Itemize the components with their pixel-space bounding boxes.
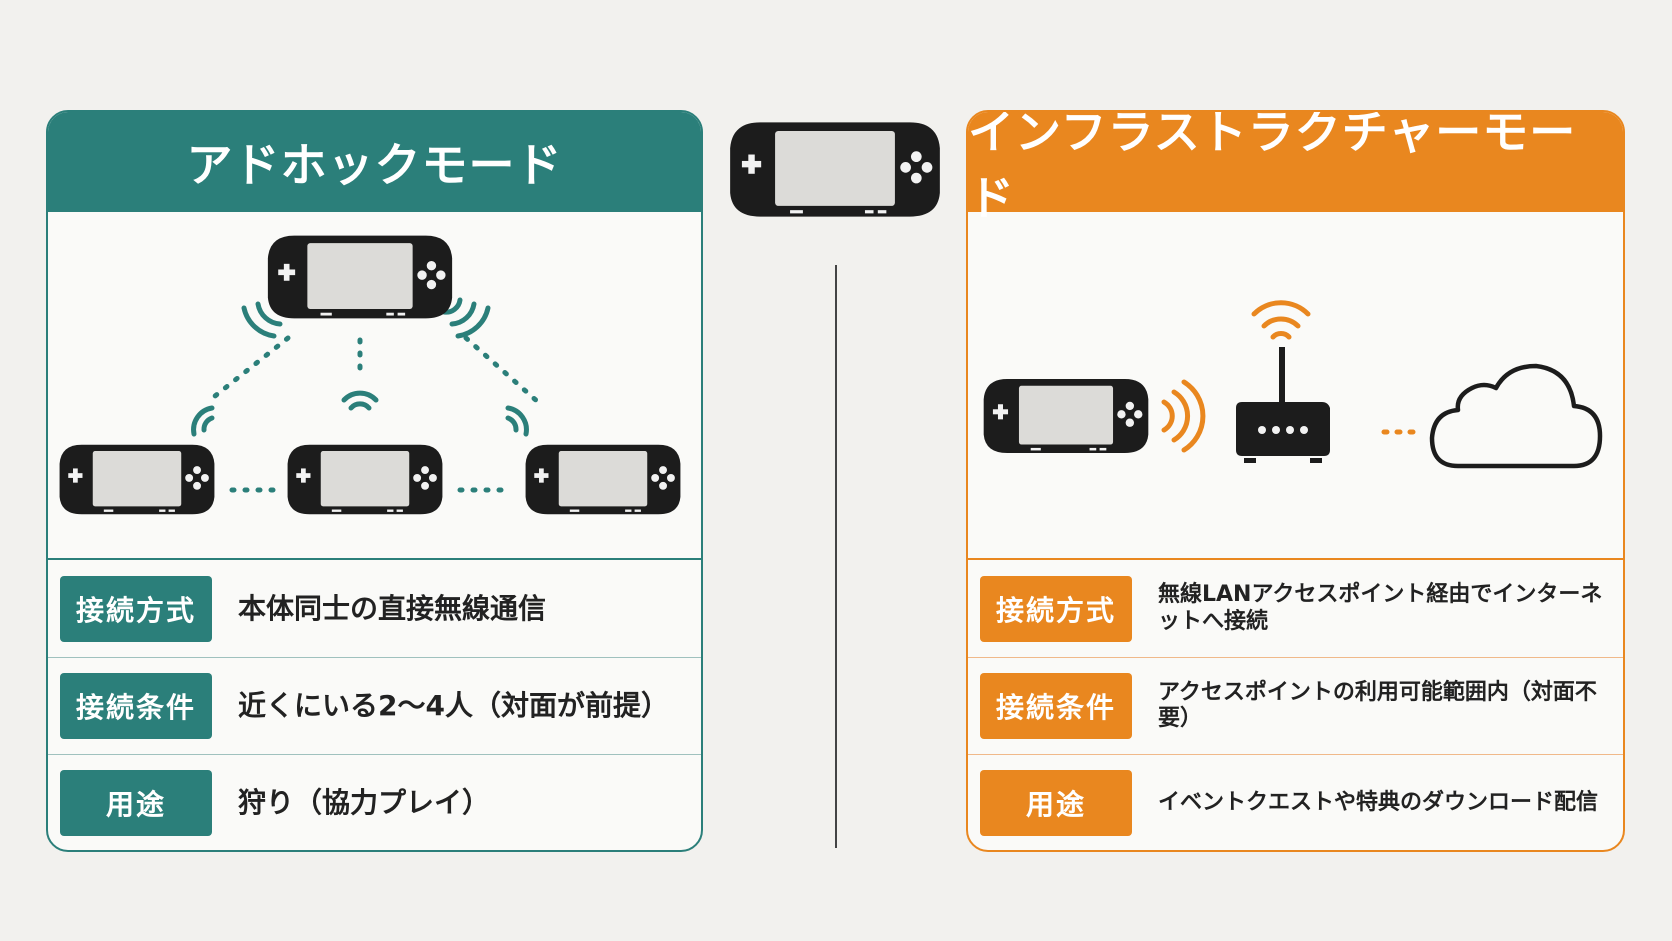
row-value: 本体同士の直接無線通信 — [238, 591, 547, 625]
adhoc-panel: アドホックモード — [46, 110, 703, 852]
row-label: 接続条件 — [980, 673, 1132, 739]
handheld-console-icon — [730, 122, 940, 217]
divider — [835, 265, 837, 848]
row-value: 近くにいる2〜4人（対面が前提） — [238, 689, 669, 723]
row-value: 狩り（協力プレイ） — [238, 786, 491, 820]
row-value: 無線LANアクセスポイント経由でインターネットへ接続 — [1158, 582, 1603, 634]
wifi-signal-icon — [191, 297, 529, 437]
infra-panel: インフラストラクチャーモード — [966, 110, 1625, 852]
handheld-console-icon — [983, 379, 1149, 453]
row-label: 接続方式 — [980, 575, 1132, 642]
infra-diagram — [968, 212, 1623, 558]
row-value: イベントクエストや特典のダウンロード配信 — [1158, 789, 1599, 815]
handheld-console-icon — [267, 235, 453, 319]
row-value: アクセスポイントの利用可能範囲内（対面不要） — [1158, 679, 1597, 731]
handheld-console-icon — [525, 444, 681, 515]
info-row: 接続方式 本体同士の直接無線通信 — [48, 560, 701, 657]
info-row: 用途 狩り（協力プレイ） — [48, 754, 701, 850]
wifi-signal-icon — [1161, 300, 1311, 453]
adhoc-title: アドホックモード — [48, 112, 701, 212]
infra-info-table: 接続方式 無線LANアクセスポイント経由でインターネットへ接続 接続条件 アクセ… — [968, 558, 1623, 850]
row-label: 接続方式 — [60, 575, 212, 642]
info-row: 用途 イベントクエストや特典のダウンロード配信 — [968, 754, 1623, 850]
infra-title: インフラストラクチャーモード — [968, 112, 1623, 225]
info-row: 接続条件 近くにいる2〜4人（対面が前提） — [48, 657, 701, 754]
adhoc-diagram — [48, 212, 701, 558]
row-label: 接続条件 — [60, 673, 212, 739]
adhoc-info-table: 接続方式 本体同士の直接無線通信 接続条件 近くにいる2〜4人（対面が前提） 用… — [48, 558, 701, 850]
handheld-console-icon — [59, 444, 215, 515]
row-label: 用途 — [980, 770, 1132, 836]
row-label: 用途 — [60, 770, 212, 836]
handheld-console-icon — [287, 444, 443, 515]
router-icon — [1236, 347, 1330, 463]
info-row: 接続方式 無線LANアクセスポイント経由でインターネットへ接続 — [968, 560, 1623, 657]
cloud-icon — [1429, 363, 1603, 469]
info-row: 接続条件 アクセスポイントの利用可能範囲内（対面不要） — [968, 657, 1623, 754]
